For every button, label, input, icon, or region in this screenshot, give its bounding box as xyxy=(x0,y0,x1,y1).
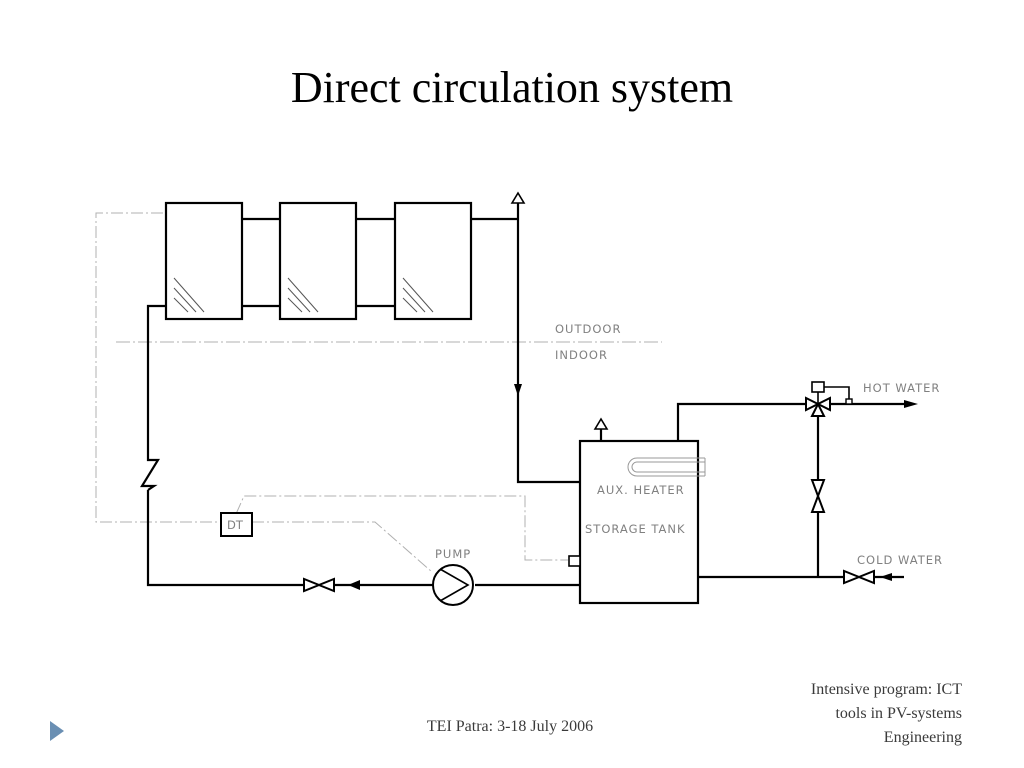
footer-program-line: Engineering xyxy=(883,729,962,746)
solar-collector-2 xyxy=(278,201,358,321)
tank-vent-icon xyxy=(593,417,609,430)
mixing-valve-icon xyxy=(805,381,853,417)
aux-heater-element xyxy=(627,457,706,477)
air-vent-icon xyxy=(510,191,526,204)
pump-label: PUMP xyxy=(435,547,471,561)
collector-headers xyxy=(242,217,395,308)
gate-valve-icon xyxy=(303,577,335,593)
tank-sensor-icon xyxy=(568,555,581,567)
collector-sensor-line xyxy=(95,212,221,523)
flow-arrow-icon xyxy=(348,580,360,590)
footer-program-line: tools in PV-systems xyxy=(835,705,962,722)
flow-arrow-icon xyxy=(904,400,918,408)
flow-arrow-icon xyxy=(514,384,522,396)
indoor-label: INDOOR xyxy=(555,348,608,362)
hot-water-pipe xyxy=(676,400,918,441)
hot-water-label: HOT WATER xyxy=(863,381,940,395)
dt-label: DT xyxy=(227,518,244,532)
bypass-pipe xyxy=(810,416,826,577)
storage-tank-label: STORAGE TANK xyxy=(585,522,686,536)
footer-date: TEI Patra: 3-18 July 2006 xyxy=(426,718,594,735)
solar-collector-3 xyxy=(393,201,473,321)
pump-icon xyxy=(432,564,474,606)
footer-program-line: Intensive program: ICT xyxy=(810,681,962,698)
slide-title: Direct circulation system xyxy=(290,63,734,112)
flow-arrow-icon xyxy=(880,573,892,581)
pump-control-line xyxy=(252,521,433,573)
return-pipe xyxy=(146,304,580,590)
differential-thermostat-box xyxy=(220,512,253,537)
cold-water-pipe xyxy=(698,569,904,585)
footer-program: Intensive program: ICT tools in PV-syste… xyxy=(702,678,962,750)
outdoor-label: OUTDOOR xyxy=(555,322,621,336)
storage-tank xyxy=(578,439,700,605)
check-valve-icon xyxy=(140,456,160,491)
solar-collector-1 xyxy=(164,201,244,321)
cold-valve-icon xyxy=(843,569,862,585)
cold-water-label: COLD WATER xyxy=(857,553,943,567)
tank-sensor-line xyxy=(235,495,568,561)
supply-pipe xyxy=(471,191,580,484)
aux-heater-label: AUX. HEATER xyxy=(597,483,685,497)
next-slide-arrow-icon[interactable] xyxy=(50,721,64,741)
